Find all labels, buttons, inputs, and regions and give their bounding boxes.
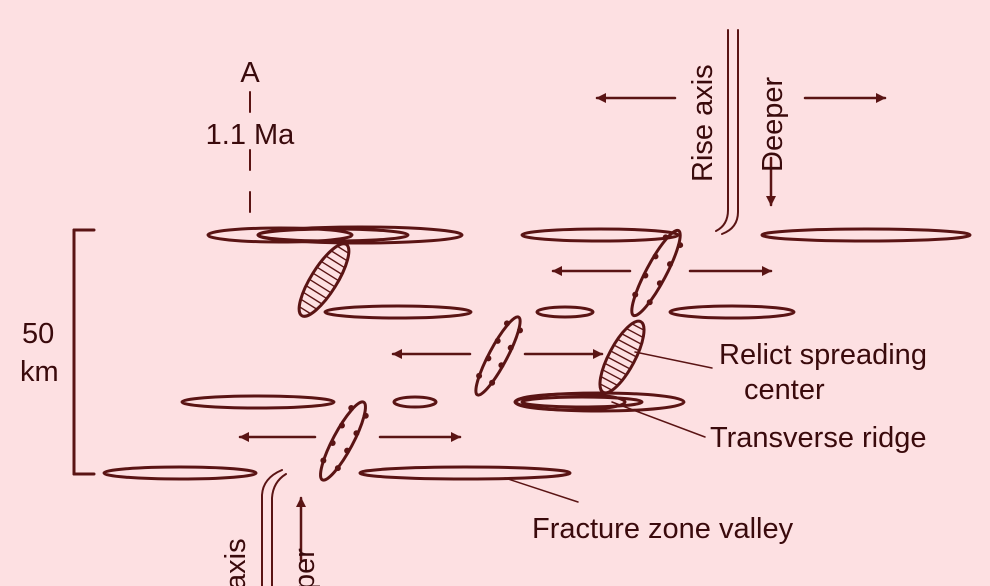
rise-axis-label-bottom: axis xyxy=(220,538,252,586)
transverse-ridge-label: Transverse ridge xyxy=(710,422,927,454)
age-label: 1.1 Ma xyxy=(206,119,296,151)
fracture-zone-valley xyxy=(668,304,796,320)
scale-bar xyxy=(72,228,96,476)
hatch-line xyxy=(301,298,317,310)
fracture-zone-valley xyxy=(520,395,644,409)
segment-dot xyxy=(498,362,505,369)
fracture-zone-valley xyxy=(358,465,572,481)
hatch-line xyxy=(313,273,335,287)
segment-dot xyxy=(320,457,327,464)
fracture-zone-valley xyxy=(102,465,258,481)
spreading-segment xyxy=(319,400,367,482)
hatch-line xyxy=(317,267,339,281)
segment-dot xyxy=(652,253,659,260)
segment-dot xyxy=(503,320,510,327)
deeper-label-bottom: per xyxy=(289,548,321,586)
hatch-line xyxy=(326,255,345,268)
hatch-line xyxy=(337,245,349,254)
segment-dot xyxy=(656,280,663,287)
segment-dots xyxy=(320,234,684,472)
segment-dot xyxy=(677,242,684,249)
fracture-zone-valley xyxy=(535,305,595,319)
relict-spreading-centers xyxy=(297,242,646,395)
relict-spreading-label-line1: Relict spreading xyxy=(719,339,927,371)
hatch-line xyxy=(601,376,618,386)
segment-dot xyxy=(344,447,351,454)
fracture-zone-valley xyxy=(256,227,410,243)
segment-dot xyxy=(485,355,492,362)
segment-dot xyxy=(494,337,501,344)
spreading-segment xyxy=(474,315,522,397)
segment-dot xyxy=(329,439,336,446)
segment-dot xyxy=(362,412,369,419)
hatch-line xyxy=(611,350,633,364)
scale-unit-label: km xyxy=(20,356,59,388)
hatch-line xyxy=(626,328,643,338)
hatch-line xyxy=(303,292,322,305)
hatch-line xyxy=(306,285,327,299)
hatch-line xyxy=(614,344,636,358)
fracture-zone-valley xyxy=(206,226,354,244)
leader-lines xyxy=(504,351,713,503)
segment-dot xyxy=(489,379,496,386)
segment-dot xyxy=(646,299,653,306)
spreading-segment xyxy=(630,228,682,318)
hatch-line xyxy=(605,363,626,375)
relict-hatching xyxy=(299,245,644,391)
segment-dot xyxy=(334,465,341,472)
segment-dot xyxy=(632,291,639,298)
scale-value-label: 50 xyxy=(22,318,54,350)
relict-spreading-center xyxy=(598,319,646,395)
segment-dot xyxy=(642,272,649,279)
fracture-zone-valley-label: Fracture zone valley xyxy=(532,513,794,545)
deeper-label-top: Deeper xyxy=(757,77,789,172)
fracture-zone-valley xyxy=(514,391,686,413)
relict-spreading-label-line2: center xyxy=(744,374,825,406)
fracture-zone-valley xyxy=(323,304,473,320)
hatch-line xyxy=(618,339,639,351)
relict-spreading-center xyxy=(297,242,351,318)
hatch-line xyxy=(600,383,612,391)
fracture-zone-valley xyxy=(180,394,336,410)
segment-dot xyxy=(667,261,674,268)
rise-axis-label-top: Rise axis xyxy=(687,64,719,182)
fracture-zone-valley xyxy=(392,395,438,409)
hatch-line xyxy=(603,369,622,381)
segment-dot xyxy=(348,405,355,412)
segment-dot xyxy=(338,422,345,429)
hatch-line xyxy=(331,250,347,262)
segment-dot xyxy=(507,344,514,351)
section-a-label: A xyxy=(240,57,260,89)
spreading-arrows xyxy=(238,93,887,562)
fracture-zone-valleys xyxy=(102,225,972,481)
spreading-segments xyxy=(319,228,682,482)
hatch-line xyxy=(299,306,311,315)
hatch-line xyxy=(608,356,630,370)
hatch-line xyxy=(321,261,342,275)
hatch-line xyxy=(632,323,644,331)
rise-axis-lines xyxy=(261,29,739,586)
fracture-zone-valley xyxy=(520,227,680,243)
hatch-line xyxy=(309,279,331,293)
segment-dot xyxy=(476,372,483,379)
segment-dot xyxy=(353,430,360,437)
hatch-line xyxy=(622,333,641,345)
segment-dot xyxy=(517,327,524,334)
segment-dot xyxy=(662,234,669,241)
fracture-zone-valley xyxy=(760,227,972,243)
